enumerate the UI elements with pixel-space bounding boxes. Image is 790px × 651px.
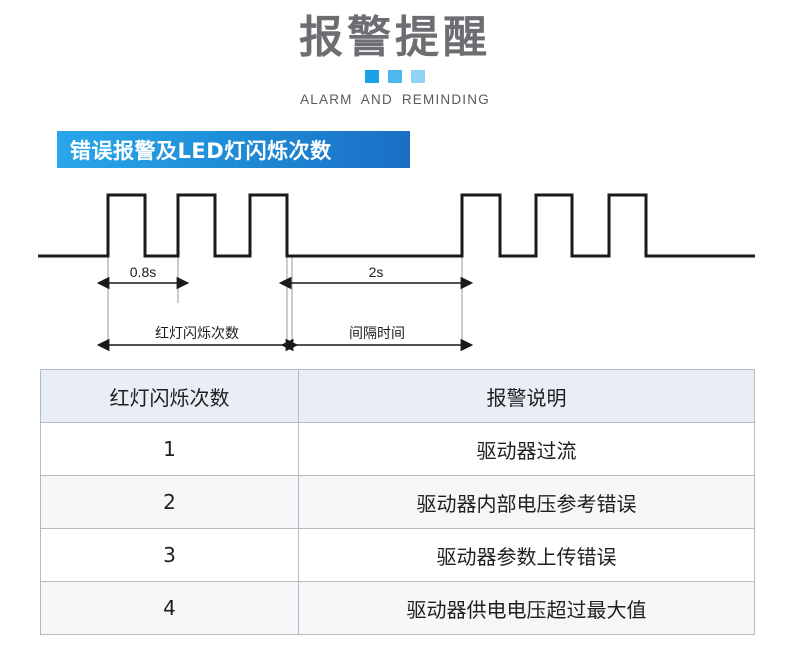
- decorative-squares: [0, 70, 790, 83]
- section-banner: 错误报警及LED灯闪烁次数: [57, 131, 410, 168]
- cell-blink-count: 1: [40, 422, 299, 476]
- table-row: 4 驱动器供电电压超过最大值: [40, 581, 755, 635]
- column-header-alarm-description: 报警说明: [298, 369, 755, 423]
- blink-span-label: 红灯闪烁次数: [155, 326, 239, 342]
- table-row: 1 驱动器过流: [40, 422, 755, 476]
- table-row: 3 驱动器参数上传错误: [40, 528, 755, 582]
- interval-span-label: 间隔时间: [349, 326, 405, 342]
- column-header-blink-count: 红灯闪烁次数: [40, 369, 299, 423]
- square-2-icon: [388, 70, 402, 83]
- pulse-width-label: 0.8s: [130, 264, 156, 280]
- interval-label: 2s: [369, 264, 384, 280]
- signal-trace: [38, 193, 755, 258]
- dimension-interval: 2s: [278, 264, 474, 290]
- section-banner-label: 错误报警及LED灯闪烁次数: [70, 138, 332, 163]
- square-3-icon: [411, 70, 425, 83]
- table-header-row: 红灯闪烁次数 报警说明: [40, 369, 755, 423]
- cell-blink-count: 4: [40, 581, 299, 635]
- page-title: 报警提醒: [299, 12, 491, 63]
- cell-alarm-description: 驱动器参数上传错误: [298, 528, 755, 582]
- alarm-table-container: 红灯闪烁次数 报警说明 1 驱动器过流 2 驱动器内部电压参考错误 3 驱动器参…: [40, 369, 755, 635]
- cell-alarm-description: 驱动器过流: [298, 422, 755, 476]
- cell-blink-count: 2: [40, 475, 299, 529]
- page-header: 报警提醒 ALARM AND REMINDING: [0, 0, 790, 120]
- cell-blink-count: 3: [40, 528, 299, 582]
- waveform-diagram: 0.8s 2s 红灯闪烁次数 间隔时间: [0, 178, 790, 358]
- table-row: 2 驱动器内部电压参考错误: [40, 475, 755, 529]
- dimension-blink-span: 红灯闪烁次数: [96, 326, 299, 352]
- guide-lines: [107, 256, 463, 350]
- page-subtitle: ALARM AND REMINDING: [300, 92, 490, 107]
- cell-alarm-description: 驱动器供电电压超过最大值: [298, 581, 755, 635]
- dimension-pulse-width: 0.8s: [96, 264, 190, 290]
- cell-alarm-description: 驱动器内部电压参考错误: [298, 475, 755, 529]
- alarm-table: 红灯闪烁次数 报警说明 1 驱动器过流 2 驱动器内部电压参考错误 3 驱动器参…: [40, 369, 755, 635]
- dimension-interval-span: 间隔时间: [280, 326, 474, 352]
- square-1-icon: [365, 70, 379, 83]
